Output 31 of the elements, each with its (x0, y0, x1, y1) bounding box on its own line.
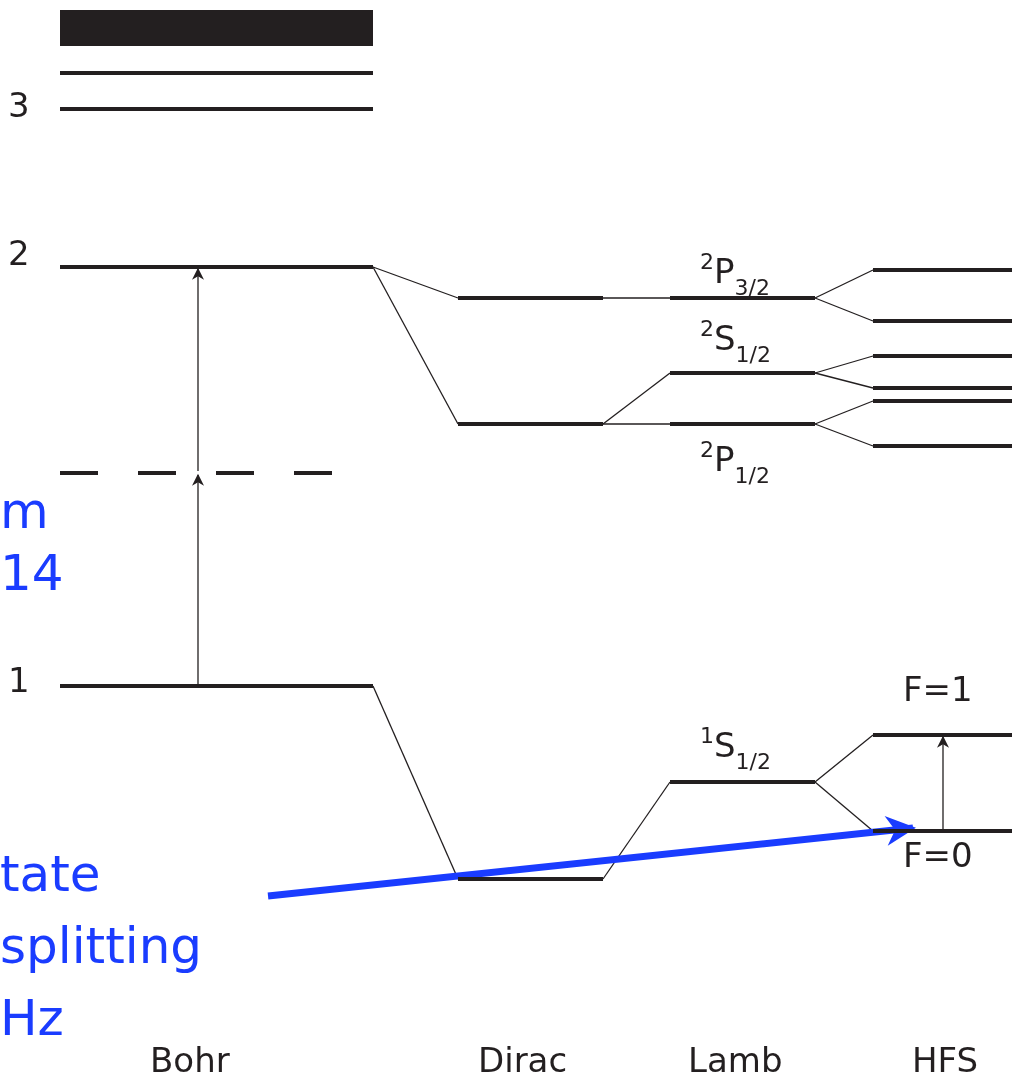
level-label: $^{2}$S$_{1/2}$ (700, 315, 771, 369)
level-label: F=0 (903, 835, 973, 875)
arrow (267, 815, 916, 900)
column-heading: Lamb (688, 1040, 783, 1080)
arrow (192, 473, 204, 685)
arrow (192, 267, 204, 472)
connector-line (814, 734, 874, 783)
level-label: 2 (8, 233, 30, 273)
level-label: $^{2}$P$_{3/2}$ (700, 248, 770, 302)
level-label: 1 (8, 660, 30, 700)
connector-line (602, 372, 671, 425)
connector-line (814, 781, 874, 832)
connector-line (372, 266, 459, 299)
connector-line (814, 423, 874, 447)
annotation-text: m 14 (0, 481, 65, 604)
connector-line (814, 355, 874, 374)
level-label: $^{1}$S$_{1/2}$ (700, 722, 771, 776)
column-heading: Dirac (478, 1040, 568, 1080)
connector-line (602, 781, 671, 880)
connector-line (814, 400, 874, 425)
connector-line (602, 423, 671, 425)
connector-line (602, 297, 671, 299)
level-label: F=1 (903, 669, 973, 709)
level-label: 3 (8, 85, 30, 125)
arrow (937, 735, 949, 830)
level-label: $^{2}$P$_{1/2}$ (700, 436, 770, 490)
connector-line (814, 297, 874, 322)
connector-line (814, 269, 874, 299)
connector-line (372, 266, 459, 425)
connector-line (814, 372, 874, 389)
column-heading: HFS (912, 1040, 979, 1080)
